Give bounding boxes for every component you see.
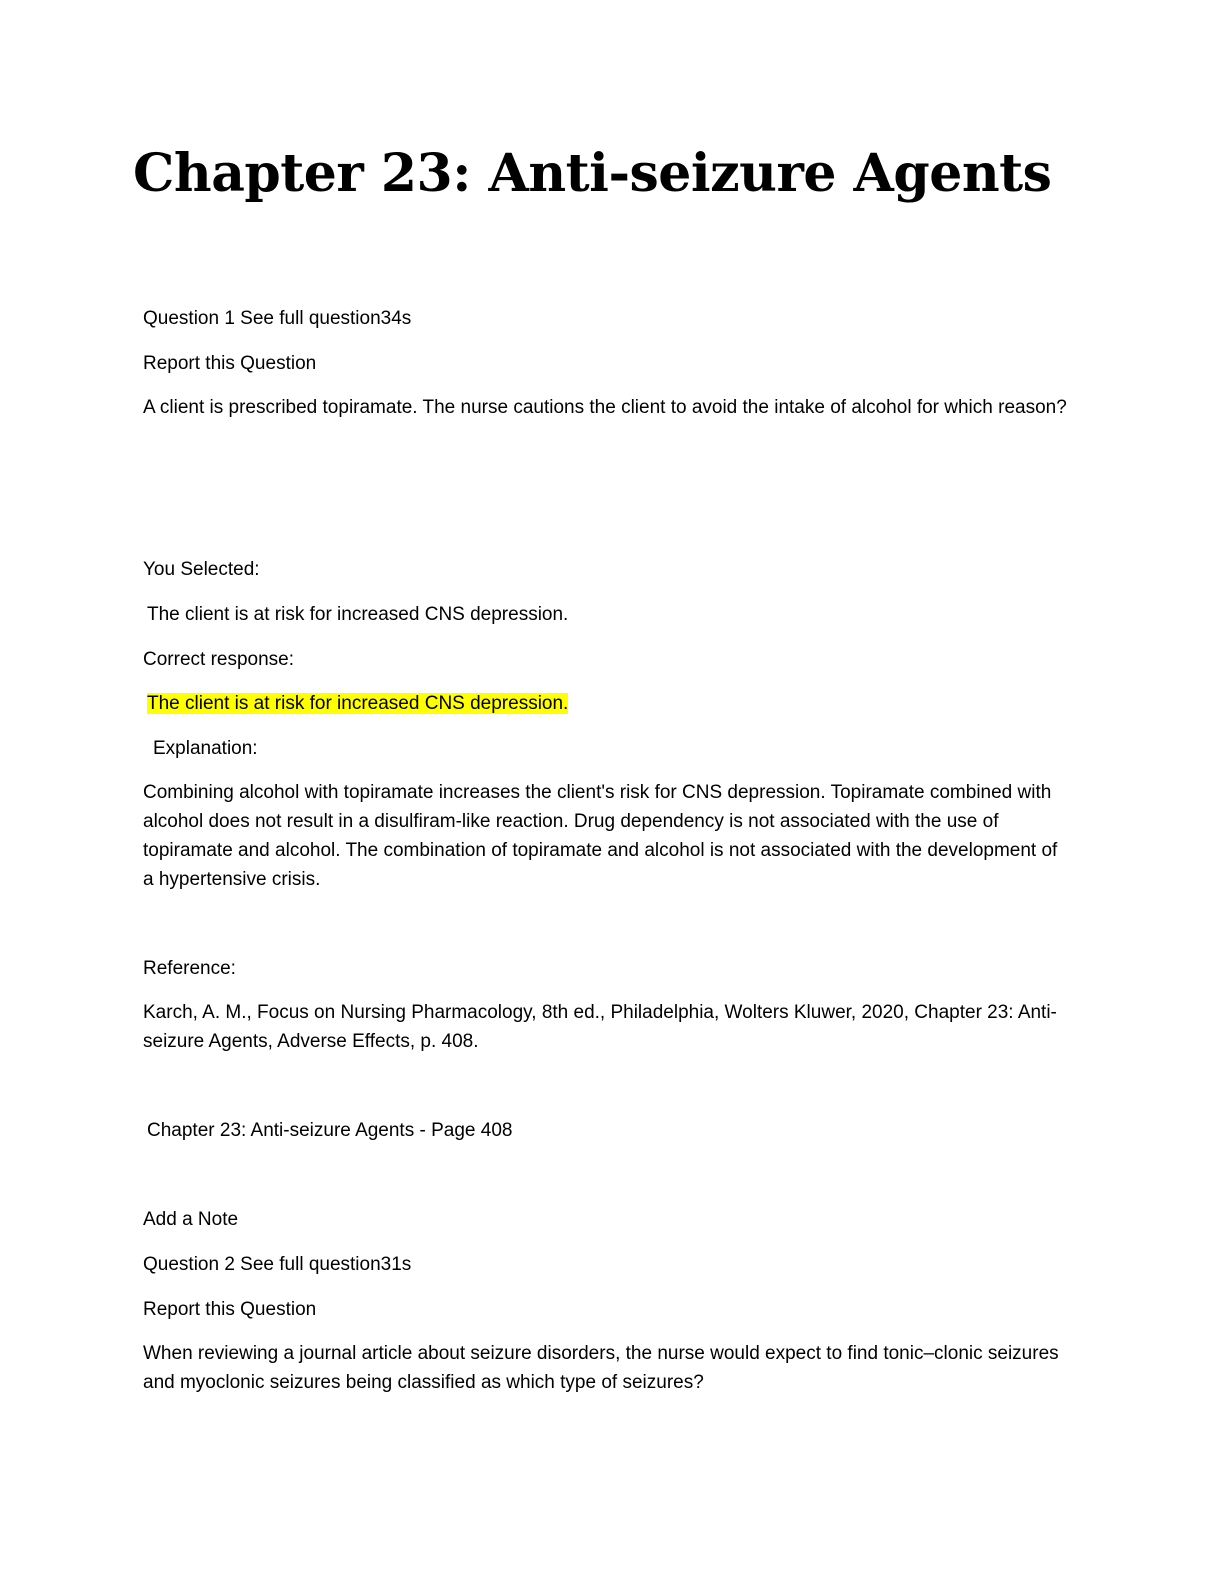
correct-response-label: Correct response: [143, 649, 295, 670]
question-2-report-link[interactable]: Report this Question [143, 1299, 317, 1320]
question-2-header: Question 2 See full question31s [143, 1254, 412, 1275]
question-1-text: A client is prescribed topiramate. The n… [143, 397, 1067, 418]
question-1-report-link[interactable]: Report this Question [143, 353, 317, 374]
correct-response-answer: The client is at risk for increased CNS … [147, 689, 569, 718]
add-note-link[interactable]: Add a Note [143, 1209, 239, 1230]
you-selected-answer: The client is at risk for increased CNS … [147, 604, 569, 625]
you-selected-label: You Selected: [143, 559, 260, 580]
question-1-header: Question 1 See full question34s [143, 308, 412, 329]
explanation-label: Explanation: [153, 738, 258, 759]
question-2-text: When reviewing a journal article about s… [143, 1343, 1059, 1393]
reference-text: Karch, A. M., Focus on Nursing Pharmacol… [143, 1002, 1057, 1052]
explanation-text: Combining alcohol with topiramate increa… [143, 782, 1058, 890]
reference-label: Reference: [143, 958, 236, 979]
page-reference-link[interactable]: Chapter 23: Anti-seizure Agents - Page 4… [147, 1120, 513, 1141]
chapter-title: Chapter 23: Anti-seizure Agents [133, 143, 1052, 204]
correct-answer-highlight: The client is at risk for increased CNS … [147, 693, 569, 714]
